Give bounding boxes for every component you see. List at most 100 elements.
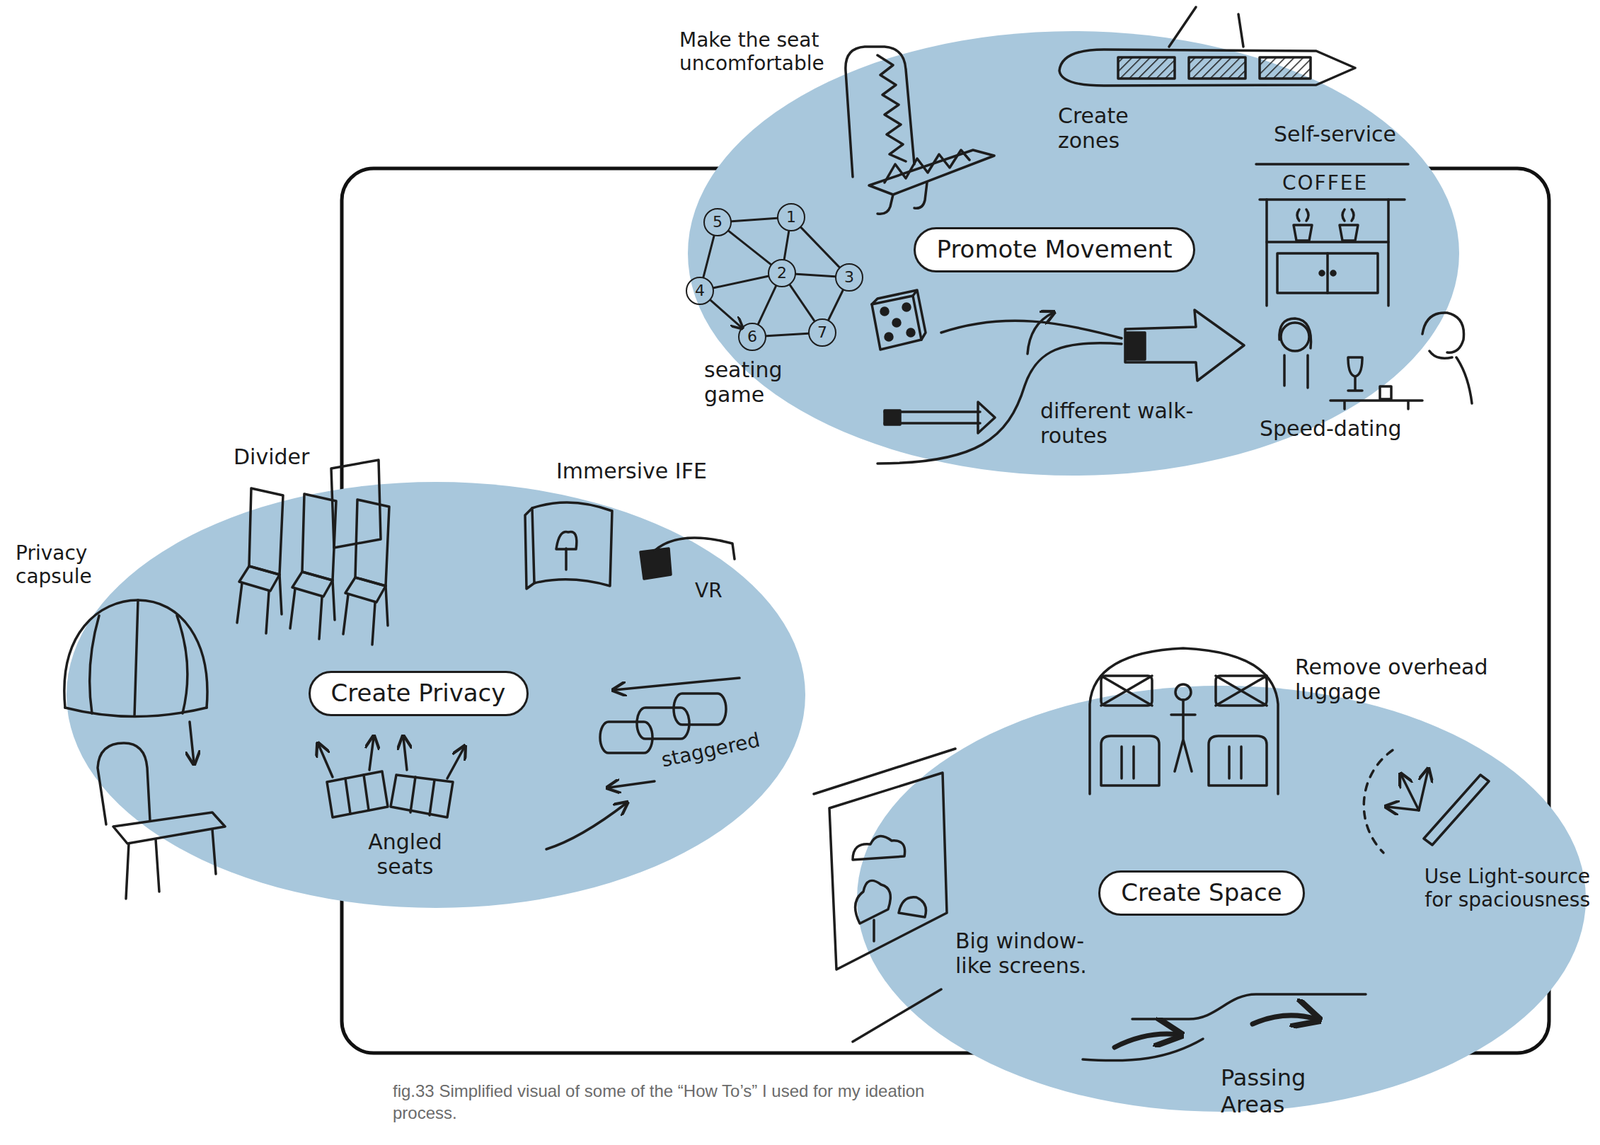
coffee-bar-sketch-stroke	[1319, 271, 1325, 276]
window-screen-sketch-stroke	[898, 897, 927, 918]
coffee-bar-sketch-stroke	[1331, 271, 1336, 276]
divider-seats-sketch	[237, 459, 390, 645]
coffee-bar-sketch-stroke	[1259, 198, 1405, 201]
sketch-label: Angled seats	[357, 829, 453, 880]
window-screen-sketch-stroke	[852, 989, 942, 1042]
light-source-sketch	[1363, 750, 1489, 853]
dice-sketch-stroke	[881, 307, 889, 315]
graph-connector	[710, 300, 742, 328]
staggered-seats-sketch-stroke	[614, 677, 740, 690]
speed-dating-sketch-stroke	[1456, 357, 1472, 404]
seat-number: 5	[712, 213, 723, 231]
divider-seats-sketch-stroke	[239, 566, 280, 591]
coffee-bar-sketch	[1256, 164, 1409, 306]
speed-dating-sketch-stroke	[1330, 400, 1423, 410]
figure-caption: fig.33 Simplified visual of some of the …	[392, 1079, 945, 1124]
cabin-section-sketch-stroke	[1101, 735, 1160, 786]
staggered-seats-sketch-stroke	[608, 781, 655, 788]
window-screen-sketch	[813, 748, 956, 1042]
angled-seats-sketch-stroke	[390, 774, 453, 818]
seat-number-circle: 6	[738, 322, 767, 351]
cabin-section-sketch-stroke	[1101, 675, 1153, 706]
graph-connector	[766, 333, 809, 337]
window-screen-sketch-stroke	[813, 748, 956, 794]
divider-seats-sketch-stroke	[237, 574, 282, 634]
window-screen-sketch-stroke	[855, 880, 891, 942]
graph-connector	[703, 235, 715, 277]
privacy-capsule-sketch-stroke	[189, 721, 194, 763]
uncomfortable-seat-sketch	[845, 46, 995, 214]
seat-number: 2	[777, 263, 787, 282]
coffee-bar-sketch-stroke	[1277, 253, 1378, 293]
dice-sketch-stroke	[893, 319, 901, 327]
sketch-label-box: Privacy capsule	[15, 541, 133, 589]
graph-connector	[784, 231, 790, 260]
privacy-capsule-sketch-stroke	[89, 600, 188, 717]
angled-seats-sketch-stroke	[447, 747, 465, 779]
passing-areas-sketch	[1082, 994, 1366, 1061]
graph-connector	[789, 285, 815, 322]
seat-number: 1	[786, 208, 797, 226]
light-source-sketch-stroke	[1423, 774, 1489, 845]
seat-number-circle: 4	[685, 276, 715, 305]
graph-connector	[714, 275, 769, 289]
dice-sketch-stroke	[871, 295, 922, 350]
sketch-label-box: Use Light-source for spaciousness	[1404, 864, 1591, 912]
staggered-seats-sketch-stroke	[636, 707, 690, 739]
privacy-capsule-sketch-stroke	[97, 743, 151, 825]
sketch-label: Passing Areas	[1220, 1065, 1363, 1119]
coffee-bar-sketch-stroke	[1342, 209, 1354, 221]
dice-sketch	[871, 290, 926, 350]
divider-seats-sketch-stroke	[290, 580, 335, 640]
passing-areas-sketch-stroke	[1252, 1015, 1317, 1024]
cabin-zones-sketch-stroke	[1059, 49, 1356, 86]
cabin-section-sketch-stroke	[1101, 675, 1153, 706]
passing-areas-sketch-stroke	[1114, 1033, 1179, 1048]
sketch-label-box: Big window-like screens.	[955, 928, 1119, 979]
immersive-ife-sketch-stroke	[556, 532, 577, 571]
cabin-section-sketch-stroke	[1171, 699, 1196, 772]
sketch-label: VR	[694, 578, 723, 603]
sketch-label-box: seating game	[704, 357, 811, 408]
angled-seats-sketch-stroke	[403, 737, 407, 770]
walk-routes-sketch-stroke	[1027, 312, 1053, 354]
sketch-label: Remove overhead luggage	[1295, 654, 1501, 705]
sketch-label-box: Speed-dating	[1259, 416, 1402, 441]
sketch-label: Divider	[233, 444, 310, 470]
walk-routes-sketch-stroke	[1125, 309, 1245, 381]
seat-number: 4	[694, 281, 705, 300]
seat-number-circle: 5	[703, 208, 732, 237]
sketch-label-box: COFFEE	[1282, 171, 1368, 195]
sketch-label-box: Divider	[233, 444, 310, 470]
seat-number: 6	[747, 327, 758, 346]
coffee-bar-sketch-stroke	[1266, 199, 1389, 306]
seat-number-circle: 2	[767, 259, 797, 288]
speed-dating-sketch-stroke	[1379, 386, 1392, 400]
uncomfortable-seat-sketch-stroke	[914, 182, 928, 209]
immersive-ife-sketch-stroke	[525, 508, 535, 589]
uncomfortable-seat-sketch-stroke	[884, 150, 970, 183]
dice-sketch-stroke	[907, 329, 915, 337]
cabin-section-sketch-stroke	[1175, 684, 1191, 700]
walk-routes-sketch-stroke	[884, 410, 901, 425]
uncomfortable-seat-sketch-stroke	[868, 150, 995, 195]
figure-caption-box: fig.33 Simplified visual of some of the …	[392, 1079, 945, 1124]
seat-number: 7	[817, 323, 828, 342]
sketch-label: seating game	[704, 357, 811, 408]
cabin-zones-sketch	[1059, 7, 1356, 86]
passing-areas-sketch-stroke	[1132, 994, 1366, 1020]
privacy-capsule-sketch	[64, 600, 226, 899]
dice-sketch-stroke	[902, 303, 911, 311]
immersive-ife-sketch-stroke	[654, 537, 735, 560]
angled-seats-sketch-stroke	[318, 744, 333, 778]
graph-connector	[731, 217, 778, 221]
angled-seats-sketch-stroke	[546, 803, 627, 850]
cabin-section-sketch-stroke	[1121, 746, 1134, 779]
light-source-sketch-stroke	[1386, 806, 1419, 811]
sketch-label-box: staggered	[659, 728, 763, 773]
cabin-section-sketch-stroke	[1229, 746, 1242, 779]
angled-seats-sketch-stroke	[410, 777, 435, 816]
sketch-label: Immersive IFE	[556, 458, 707, 484]
cabin-section-sketch-stroke	[1215, 675, 1267, 706]
